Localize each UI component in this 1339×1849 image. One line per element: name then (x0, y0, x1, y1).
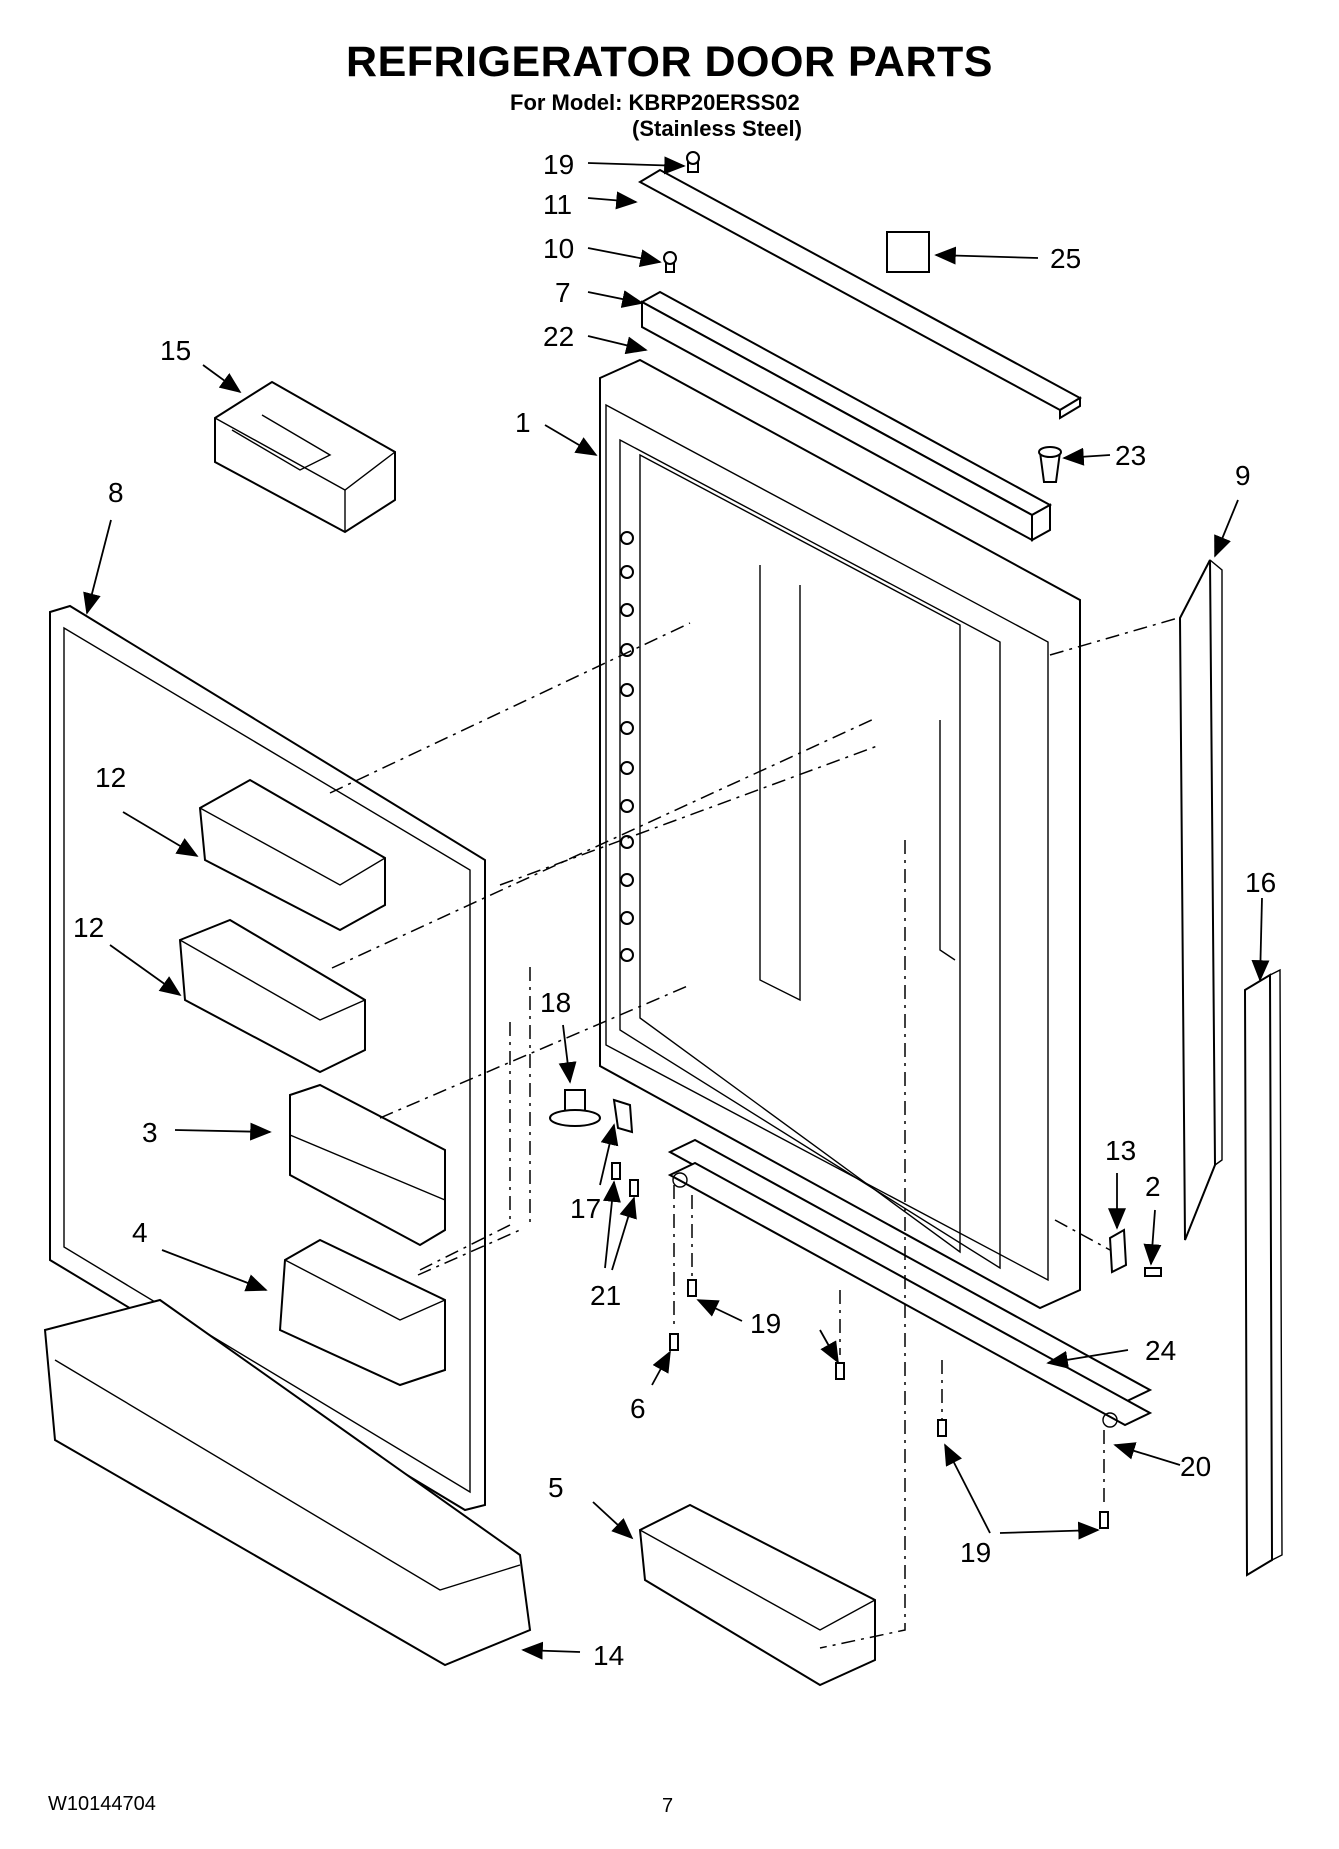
callout-9: 9 (1235, 460, 1251, 491)
leader-arrows (83, 156, 1270, 1660)
bushing-part-23 (1038, 446, 1062, 483)
label-part-25 (886, 231, 930, 273)
page-title: REFRIGERATOR DOOR PARTS (346, 38, 993, 86)
callout-12-lower: 12 (73, 912, 104, 943)
hinge-part-18 (549, 1089, 601, 1127)
callout-3: 3 (142, 1117, 158, 1148)
callout-19-middle: 19 (750, 1308, 781, 1339)
callout-10: 10 (543, 233, 574, 264)
callout-19-top: 19 (543, 149, 574, 180)
page-number: 7 (662, 1795, 674, 1817)
callout-8: 8 (108, 477, 124, 508)
callout-6: 6 (630, 1393, 646, 1424)
callout-7: 7 (555, 277, 571, 308)
top-cap-part-11 (637, 168, 1083, 420)
door-bumpers (620, 531, 634, 962)
callout-13: 13 (1105, 1135, 1136, 1166)
gasket-strip-part-16 (1243, 968, 1283, 1577)
model-number: For Model: KBRP20ERSS02 (510, 90, 800, 115)
screw-part-19-top (686, 151, 700, 173)
screws (611, 1162, 1162, 1529)
callout-4: 4 (132, 1217, 148, 1248)
clip-part-13 (1108, 1228, 1128, 1274)
callout-11: 11 (543, 189, 572, 220)
bin-part-15 (214, 380, 396, 534)
document-number: W10144704 (48, 1793, 156, 1815)
callout-5: 5 (548, 1472, 564, 1503)
side-trim-part-9 (1178, 559, 1223, 1241)
alignment-lines (329, 617, 1179, 1649)
callout-18: 18 (540, 987, 571, 1018)
callout-19-bottom: 19 (960, 1537, 991, 1568)
door-panel-part-1 (599, 358, 1081, 1310)
callout-23: 23 (1115, 440, 1146, 471)
callout-14: 14 (593, 1640, 624, 1671)
dairy-compartment-part-3 (289, 1083, 446, 1247)
callout-22: 22 (543, 321, 574, 352)
callout-21: 21 (590, 1280, 621, 1311)
finish-label: (Stainless Steel) (632, 116, 802, 141)
callout-12-upper: 12 (95, 762, 126, 793)
door-bin-part-4 (278, 1238, 446, 1387)
callout-2: 2 (1145, 1171, 1161, 1202)
screw-part-10 (663, 251, 677, 273)
small-bin-part-5 (638, 1503, 876, 1687)
bottom-trim-part-24 (667, 1138, 1153, 1428)
callout-17: 17 (570, 1193, 601, 1224)
callout-24: 24 (1145, 1335, 1176, 1366)
callout-15: 15 (160, 335, 191, 366)
bracket-part-17 (612, 1098, 634, 1134)
callout-16: 16 (1245, 867, 1276, 898)
door-bin-part-12-lower (178, 918, 366, 1074)
bottom-bin-part-14 (43, 1298, 532, 1667)
callout-1: 1 (515, 407, 531, 438)
callout-20: 20 (1180, 1451, 1211, 1482)
door-bin-part-12-upper (198, 778, 386, 932)
callout-25: 25 (1050, 243, 1081, 274)
door-trim-part-7 (639, 290, 1053, 542)
